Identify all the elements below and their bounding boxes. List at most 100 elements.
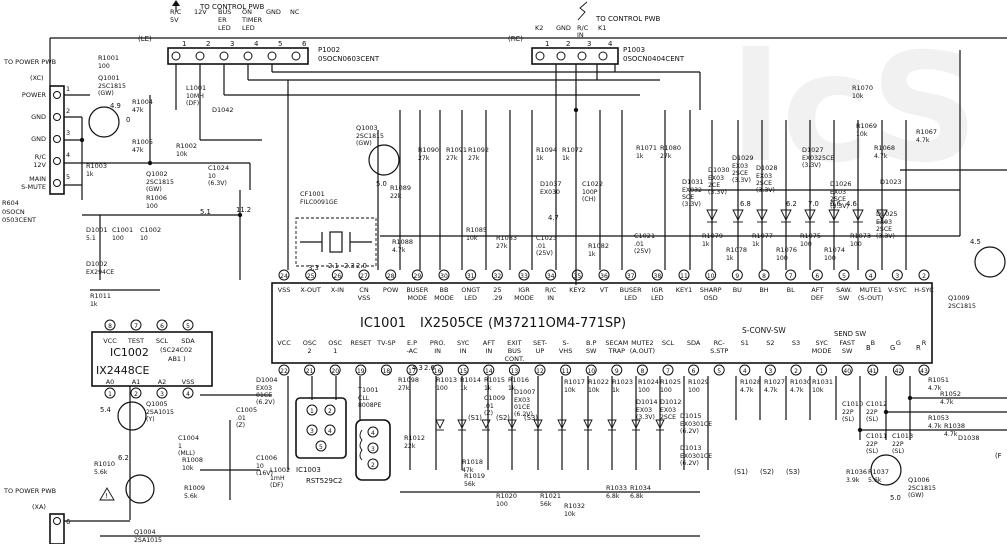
part-ref: R1074 [824,246,845,254]
p1002-pin [267,51,277,61]
part-value: 100 [98,63,110,70]
r604-pin [53,179,61,187]
part-value: 27k [468,155,480,162]
ic1001-bottom-pin [380,364,392,376]
signal-label: SEND SW [834,330,866,338]
p1002-pin-label: 5V [170,16,179,24]
part-value: .01 [484,403,494,410]
ic1001-bottom-pin [483,364,495,376]
ic1003: 1 2 3 4 5 IC1003 RST529C2 [295,397,347,485]
part-ref: C1005 [236,406,257,414]
ic1001-top-pin-number: 28 [387,273,395,280]
part-value: EX032 [682,187,702,194]
part-ref: R1008 [182,456,203,464]
part-value: 1k [86,171,94,178]
part-value: EX0325CE [802,155,834,162]
ic1001-bottom-pin-label: SW [586,347,597,355]
part-value: (25V) [634,248,651,255]
part-value: 10k [588,387,600,394]
ic1001-bottom-pin [611,364,623,376]
part-ref: Q1009 [948,294,970,302]
ic1001-top-pin-label: LED [651,294,664,302]
ic1001-top-pin [811,269,823,281]
signal-label: (S1) [734,468,748,476]
part-value: 1k [562,155,570,162]
part-value: (Z) [236,422,245,429]
part-ref: C1010 [842,400,863,408]
part-ref: R1072 [562,146,583,154]
part-ref: R1032 [564,502,585,510]
part-value: (DF) [186,100,199,107]
ic1002-pin-label: VSS [182,378,195,386]
part-ref: R1069 [856,122,877,130]
ic1002-pin-number: 8 [108,323,112,330]
ic1001-top-pin-label: AFT [811,286,823,294]
clamp-diode [655,419,665,430]
p1002-pin-label: LED [242,24,255,32]
part-value: (Z) [484,410,493,417]
voltage-label: 2.1 [328,262,339,270]
p1002-pin-label: ON [242,8,252,16]
part-ref: R1071 [636,144,657,152]
ic1001-bottom-pin-label: (A.OUT) [630,347,655,355]
ic1001-bottom-pin [560,364,572,376]
ic1002-pin [156,387,168,399]
part-value: 5.6k [184,493,198,500]
ic1001-top-pin-label: DEF [811,294,824,302]
ic1001-bottom-pin-label: OSC [303,339,317,347]
part-ref: Q1003 [356,124,378,132]
ic1001-top-pin-label: MODE [514,294,534,302]
voltage-label: 4.3 [412,364,423,372]
voltage-label: 6.6 [830,200,841,208]
ic1001-bottom-pin-label: TRAP [608,347,626,355]
ic1001-bottom-pin-number: 16 [434,368,442,375]
part-ref: R1022 [588,378,609,386]
ic1001-bottom-pin [585,364,597,376]
ic1001-top-pin [518,269,530,281]
ic1001-bottom-pin [918,364,930,376]
part-value: 27k [398,385,410,392]
part-ref: R1038 [944,422,965,430]
part-value: 2SC1815 [98,83,126,90]
ic1001-bottom-pin [867,364,879,376]
part-ref: L1002 [270,466,290,474]
ic1001-bottom-pin-label: RC- [714,339,726,347]
p1002-pin [171,51,181,61]
ic1003-part: RST529C2 [306,477,342,485]
ic1001-bottom-pin-label: R [922,339,927,347]
r604-part: 0SOCN [2,208,25,216]
part-value: 8008PE [358,402,381,409]
part-value: 2SCE [660,414,676,421]
part-ref: C1023 [536,234,557,242]
ic1001-top-pin-label: VSS [278,286,291,294]
ic1001-bottom-pin-number: 4 [743,368,747,375]
part-value: (3.3V) [830,203,849,210]
ic1001-bottom-pin-number: 41 [869,368,877,375]
part-ref: R1001 [98,54,119,62]
ic1001-top-pin-label: BUSER [406,286,428,294]
ic1001-top-pin-label: VSS [358,294,371,302]
p1002-pin-label: ER [218,16,227,24]
ic1001-top-pin [358,269,370,281]
ic1001-bottom-pin-label: TV-SP [376,339,396,347]
part-ref: D1001 [86,226,108,234]
part-value: FILC0091GE [300,199,338,206]
p1003-pin-number: 2 [566,40,570,48]
ic1002-pin [130,319,142,331]
voltage-label: 2.3 [344,262,355,270]
ic1003-body [295,397,347,459]
ic1001-top-pin-number: 24 [280,273,288,280]
part-value: 1k [702,241,710,248]
part-value: .01 [536,243,546,250]
ic1002-pin-label: SCL [156,337,169,345]
rc-tag: (RC) [508,35,523,43]
voltage-label: 5.0 [890,494,901,502]
ic1001-bottom-pin [688,364,700,376]
ic1001-bottom-pin-number: 6 [692,368,696,375]
part-ref: C1001 [112,226,133,234]
part-ref: D1015 [680,412,702,420]
part-value: 4.7k [874,153,888,160]
part-ref: R1028 [740,378,761,386]
